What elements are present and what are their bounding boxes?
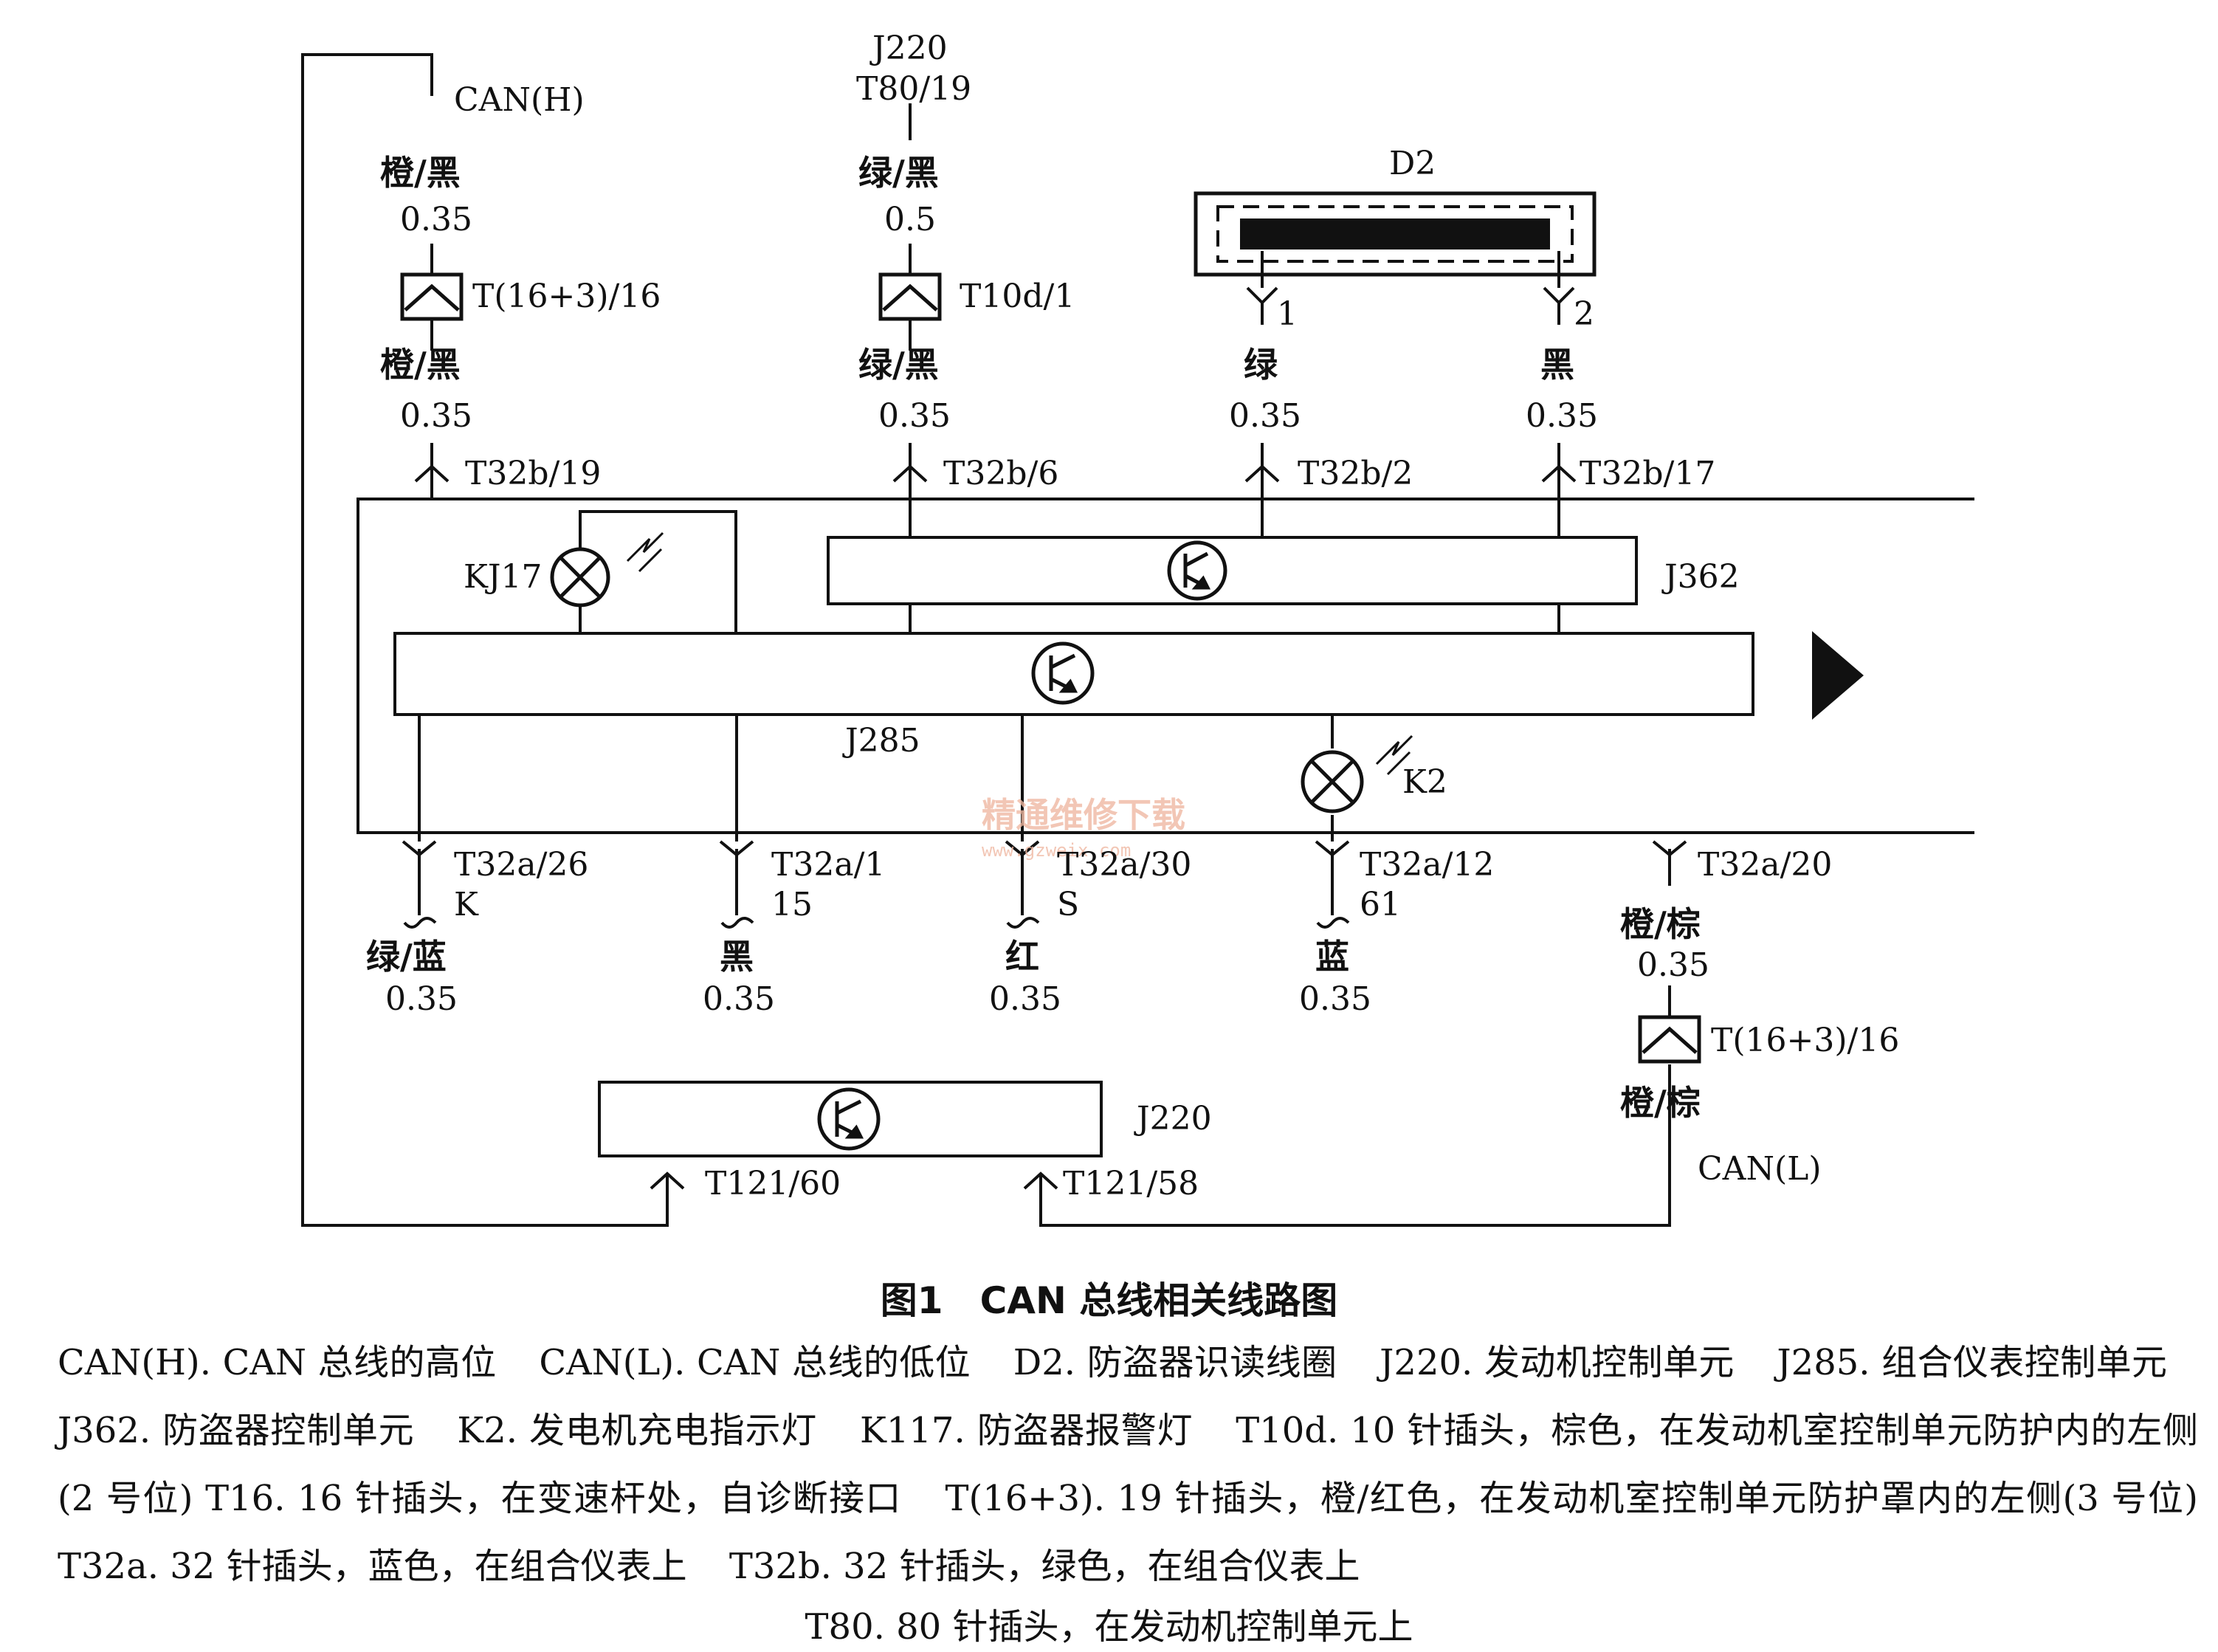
- wire-color-label: 绿/黑: [858, 345, 939, 385]
- j285-transistor-symbol: [1031, 641, 1095, 705]
- connector-label: T10d/1: [960, 278, 1075, 315]
- d2-coil: [1194, 191, 1597, 277]
- pin-label: T32a/1: [771, 846, 885, 884]
- k2-lamp: [1301, 750, 1364, 813]
- figure-title: 图1 CAN 总线相关线路图: [880, 1279, 1338, 1322]
- pin-label: T121/58: [1063, 1165, 1199, 1202]
- legend-item: K2. 发电机充电指示灯: [457, 1410, 817, 1451]
- connector-label: T(16+3)/16: [1711, 1022, 1899, 1059]
- wire-color-label: 橙/黑: [380, 153, 461, 193]
- wire-gauge-label: 0.35: [1526, 397, 1598, 435]
- wire-color-label: 黑: [1540, 345, 1574, 385]
- legend-item: T10d. 10 针插头，棕色，在发动机室控制单元防护内的左侧(2 号位): [58, 1410, 2198, 1519]
- continuation-arrow: [1812, 631, 1864, 720]
- kj17-label: KJ17: [464, 558, 543, 596]
- j220-box: [598, 1081, 1103, 1157]
- wire-gauge-label: 0.5: [884, 201, 936, 238]
- legend: CAN(H). CAN 总线的高位 CAN(L). CAN 总线的低位 D2. …: [58, 1329, 2198, 1600]
- legend-item: T16. 16 针插头，在变速杆处，自诊断接口: [205, 1478, 902, 1519]
- legend-item: J362. 防盗器控制单元: [58, 1410, 415, 1451]
- wire-gauge-label: 0.35: [989, 980, 1061, 1018]
- wire-color-label: 橙/黑: [380, 345, 461, 385]
- pin-label: T32a/12: [1360, 846, 1494, 884]
- legend-item: T80. 80 针插头，在发动机控制单元上: [805, 1606, 1413, 1648]
- can-h-wire: [301, 53, 669, 1227]
- wire-gauge-label: 0.35: [385, 980, 458, 1018]
- terminal-label: K: [454, 886, 479, 923]
- d2-label: D2: [1389, 145, 1436, 182]
- wire-gauge-label: 0.35: [703, 980, 775, 1018]
- legend-item: J285. 组合仪表控制单元: [1777, 1342, 2168, 1383]
- wire-color-label: 橙/棕: [1620, 904, 1701, 944]
- pin-label: T32b/17: [1580, 455, 1715, 492]
- j285-label: J285: [842, 722, 920, 760]
- source-label: J220: [869, 30, 948, 67]
- terminal-label: 15: [771, 886, 813, 923]
- wire-gauge-label: 0.35: [878, 397, 951, 435]
- wire-color-label: 绿/黑: [858, 153, 939, 193]
- watermark-url: www.gzweix.com: [982, 840, 1131, 861]
- d2-pin-label: 1: [1277, 295, 1298, 333]
- legend-item: CAN(L). CAN 总线的低位: [539, 1342, 971, 1383]
- kj17-lamp: [550, 547, 610, 608]
- connector-t16-3-bottom: [1638, 1015, 1701, 1064]
- pin-label: T32b/19: [465, 455, 601, 492]
- pin-label: T32a/26: [454, 846, 588, 884]
- pin-label: T121/60: [705, 1165, 841, 1202]
- legend-item: J220. 发动机控制单元: [1380, 1342, 1735, 1383]
- connector-t10d: [878, 272, 942, 321]
- can-l-label: CAN(L): [1698, 1150, 1822, 1188]
- legend-item: T(16+3). 19 针插头，橙/红色，在发动机室控制单元防护罩内的左侧(3 …: [945, 1478, 2198, 1519]
- j362-label: J362: [1661, 558, 1740, 596]
- wire-color-label: 绿/蓝: [366, 937, 447, 977]
- legend-item: T32a. 32 针插头，蓝色，在组合仪表上: [58, 1546, 687, 1587]
- wire-gauge-label: 0.35: [400, 397, 472, 435]
- j362-transistor-symbol: [1167, 540, 1227, 601]
- circuit-diagram: 精通维修下载 www.gzweix.com CAN(H) 橙/黑 0.35 T(…: [301, 30, 1974, 1227]
- can-l-wire: [1039, 1064, 1671, 1227]
- legend-item: T32b. 32 针插头，绿色，在组合仪表上: [729, 1546, 1360, 1587]
- terminal-label: S: [1057, 886, 1079, 923]
- wire-color-label: 黑: [720, 937, 754, 977]
- pin-label: T32b/2: [1298, 455, 1413, 492]
- wire-gauge-label: 0.35: [400, 201, 472, 238]
- wire-gauge-label: 0.35: [1299, 980, 1371, 1018]
- wire-color-label: 红: [1005, 937, 1039, 977]
- pin-label: T32b/6: [943, 455, 1058, 492]
- watermark-text: 精通维修下载: [982, 795, 1185, 835]
- pin-label: T32a/30: [1057, 846, 1191, 884]
- connector-t16-3-top: [400, 272, 464, 321]
- wire-gauge-label: 0.35: [1229, 397, 1301, 435]
- source-pin-label: T80/19: [856, 70, 971, 108]
- j362-box: [827, 536, 1638, 605]
- pin-label: T32a/20: [1698, 846, 1832, 884]
- j220-transistor-symbol: [817, 1087, 881, 1151]
- terminal-label: 61: [1360, 886, 1401, 923]
- j285-box: [393, 632, 1754, 716]
- wire-color-label: 橙/棕: [1620, 1083, 1701, 1123]
- d2-pin-label: 2: [1574, 295, 1594, 333]
- connector-label: T(16+3)/16: [472, 278, 661, 315]
- instrument-cluster-frame: [357, 498, 1974, 834]
- wire-color-label: 蓝: [1315, 937, 1349, 977]
- legend-item: K117. 防盗器报警灯: [859, 1410, 1194, 1451]
- j220-label: J220: [1134, 1100, 1212, 1138]
- can-h-label: CAN(H): [454, 81, 585, 119]
- wire-color-label: 绿: [1244, 345, 1278, 385]
- legend-item: D2. 防盗器识读线圈: [1013, 1342, 1337, 1383]
- k2-label: K2: [1402, 763, 1447, 801]
- wire-gauge-label: 0.35: [1637, 946, 1709, 984]
- legend-item: CAN(H). CAN 总线的高位: [58, 1342, 497, 1383]
